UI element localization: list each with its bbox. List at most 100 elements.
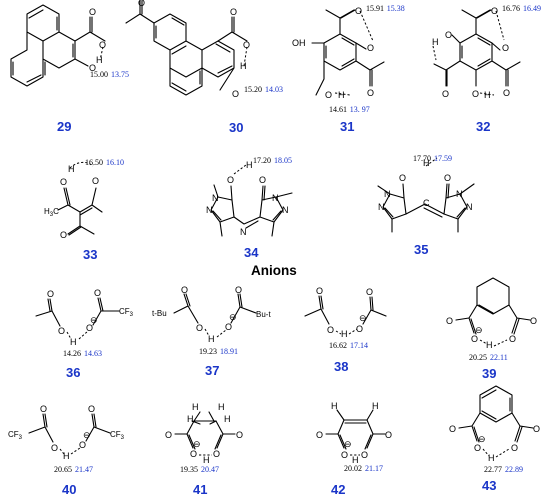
atom-label: O	[230, 7, 237, 17]
atom-label: O	[79, 440, 86, 450]
cf3-label: CF3	[119, 307, 134, 318]
atom-label: O	[511, 443, 518, 453]
atom-label: H	[96, 55, 103, 65]
atom-label: H	[432, 37, 439, 47]
cf3-label: CF3	[8, 430, 23, 441]
atom-label: H	[486, 340, 493, 350]
value-calc: 19.35	[180, 465, 198, 474]
atom-label: O	[399, 173, 406, 183]
atom-label: O	[181, 285, 188, 295]
value-calc: 14.26	[63, 349, 81, 358]
value-exp: 13.75	[111, 70, 129, 79]
atom-label: O	[316, 286, 323, 296]
value-calc: 17.70	[413, 154, 431, 163]
atom-label: H	[240, 61, 247, 71]
compound-number: 30	[229, 120, 243, 135]
value-exp: 22.89	[505, 465, 523, 474]
atom-label: N	[466, 202, 473, 212]
atom-label: C	[423, 198, 430, 208]
atom-label: O	[47, 289, 54, 299]
compound-number: 34	[244, 245, 259, 260]
atom-label: O	[259, 175, 266, 185]
minus-charge: ⊖	[475, 325, 483, 335]
atom-label: N	[206, 205, 213, 215]
atom-label: O	[355, 6, 362, 16]
atom-label: O	[442, 89, 449, 99]
atom-label: H	[218, 402, 225, 412]
value-calc: 15.91	[366, 4, 384, 13]
atom-label: H	[484, 90, 491, 100]
atom-label: O	[367, 43, 374, 53]
cf3-label: CF3	[110, 430, 125, 441]
atom-label: H	[70, 337, 77, 347]
value-exp: 14.03	[265, 85, 283, 94]
atom-label: O	[89, 7, 96, 17]
value-calc: 15.00	[90, 70, 108, 79]
value-exp: 18.91	[220, 347, 238, 356]
atom-label: H	[208, 334, 215, 344]
value-exp: 17.14	[350, 341, 368, 350]
value-exp: 22.11	[490, 353, 508, 362]
minus-charge: ⊖	[193, 439, 201, 449]
atom-label: N	[212, 193, 219, 203]
atom-label: H	[246, 160, 253, 170]
value-exp: 21.17	[365, 464, 383, 473]
atom-label: O	[60, 177, 67, 187]
atom-label: H	[187, 414, 194, 424]
minus-charge: ⊖	[478, 434, 486, 444]
atom-label: O	[40, 404, 47, 414]
atom-label: H	[68, 164, 75, 174]
compound-number: 37	[205, 363, 219, 378]
atom-label: O	[94, 288, 101, 298]
atom-label: O	[232, 89, 239, 99]
value-exp: 21.47	[75, 465, 93, 474]
atom-label: O	[325, 90, 332, 100]
atom-label: O	[509, 334, 516, 344]
atom-label: O	[356, 324, 363, 334]
atom-label: O	[471, 334, 478, 344]
tbu-label: t-Bu	[152, 309, 167, 318]
atom-label: H	[372, 401, 379, 411]
value-calc: 15.20	[244, 85, 262, 94]
value-calc: 20.65	[54, 465, 72, 474]
value-exp: 20.47	[201, 465, 219, 474]
atom-label: O	[89, 63, 96, 73]
atom-label: O	[385, 430, 392, 440]
value-calc: 20.25	[469, 353, 487, 362]
atom-label: O	[243, 40, 250, 50]
compound-number: 41	[193, 482, 207, 497]
value-calc: 16.62	[329, 341, 347, 350]
atom-label: O	[366, 287, 373, 297]
atom-label: O	[361, 450, 368, 460]
value-calc: 19.23	[199, 347, 217, 356]
compound-number: 35	[414, 242, 428, 257]
value-calc: 16.76	[502, 4, 520, 13]
atom-label: H	[488, 453, 495, 463]
minus-charge: ⊖	[229, 312, 237, 322]
atom-label: H	[352, 455, 359, 465]
atom-label: O	[165, 430, 172, 440]
atom-label: H	[203, 455, 210, 465]
value-exp: 18.05	[274, 156, 292, 165]
atom-label: O	[236, 430, 243, 440]
atom-label: O	[446, 316, 453, 326]
compound-number: 33	[83, 247, 97, 262]
atom-label: O	[86, 323, 93, 333]
atom-label: O	[190, 449, 197, 459]
